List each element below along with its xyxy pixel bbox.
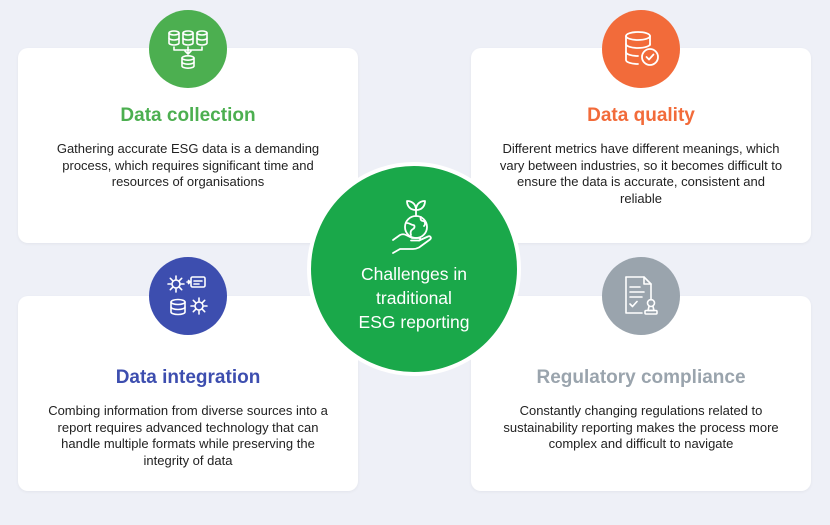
data-integration-title: Data integration — [115, 367, 261, 388]
center-title-line-2: traditional — [376, 288, 452, 308]
center-title-line-1: Challenges in — [360, 264, 468, 284]
data-quality-card: Data quality Different metrics have diff… — [471, 48, 811, 243]
center-title: Challenges in traditional ESG reporting — [331, 262, 497, 334]
data-collection-title: Data collection — [120, 105, 256, 126]
document-stamp-icon — [602, 257, 680, 335]
regulatory-compliance-text: Constantly changing regulations related … — [503, 403, 779, 451]
data-quality-text: Different metrics have different meaning… — [499, 141, 783, 206]
central-hub-circle: Challenges in traditional ESG reporting — [307, 162, 521, 376]
center-title-line-3: ESG reporting — [358, 312, 470, 332]
data-collection-text: Gathering accurate ESG data is a demandi… — [56, 141, 320, 189]
data-integration-text: Combing information from diverse sources… — [48, 403, 328, 468]
regulatory-compliance-title: Regulatory compliance — [536, 367, 746, 388]
gears-database-icon — [149, 257, 227, 335]
data-integration-card: Data integration Combing information fro… — [18, 296, 358, 491]
database-check-icon — [602, 10, 680, 88]
hand-globe-plant-icon — [389, 196, 443, 256]
database-collection-icon — [149, 10, 227, 88]
data-quality-title: Data quality — [587, 105, 695, 126]
